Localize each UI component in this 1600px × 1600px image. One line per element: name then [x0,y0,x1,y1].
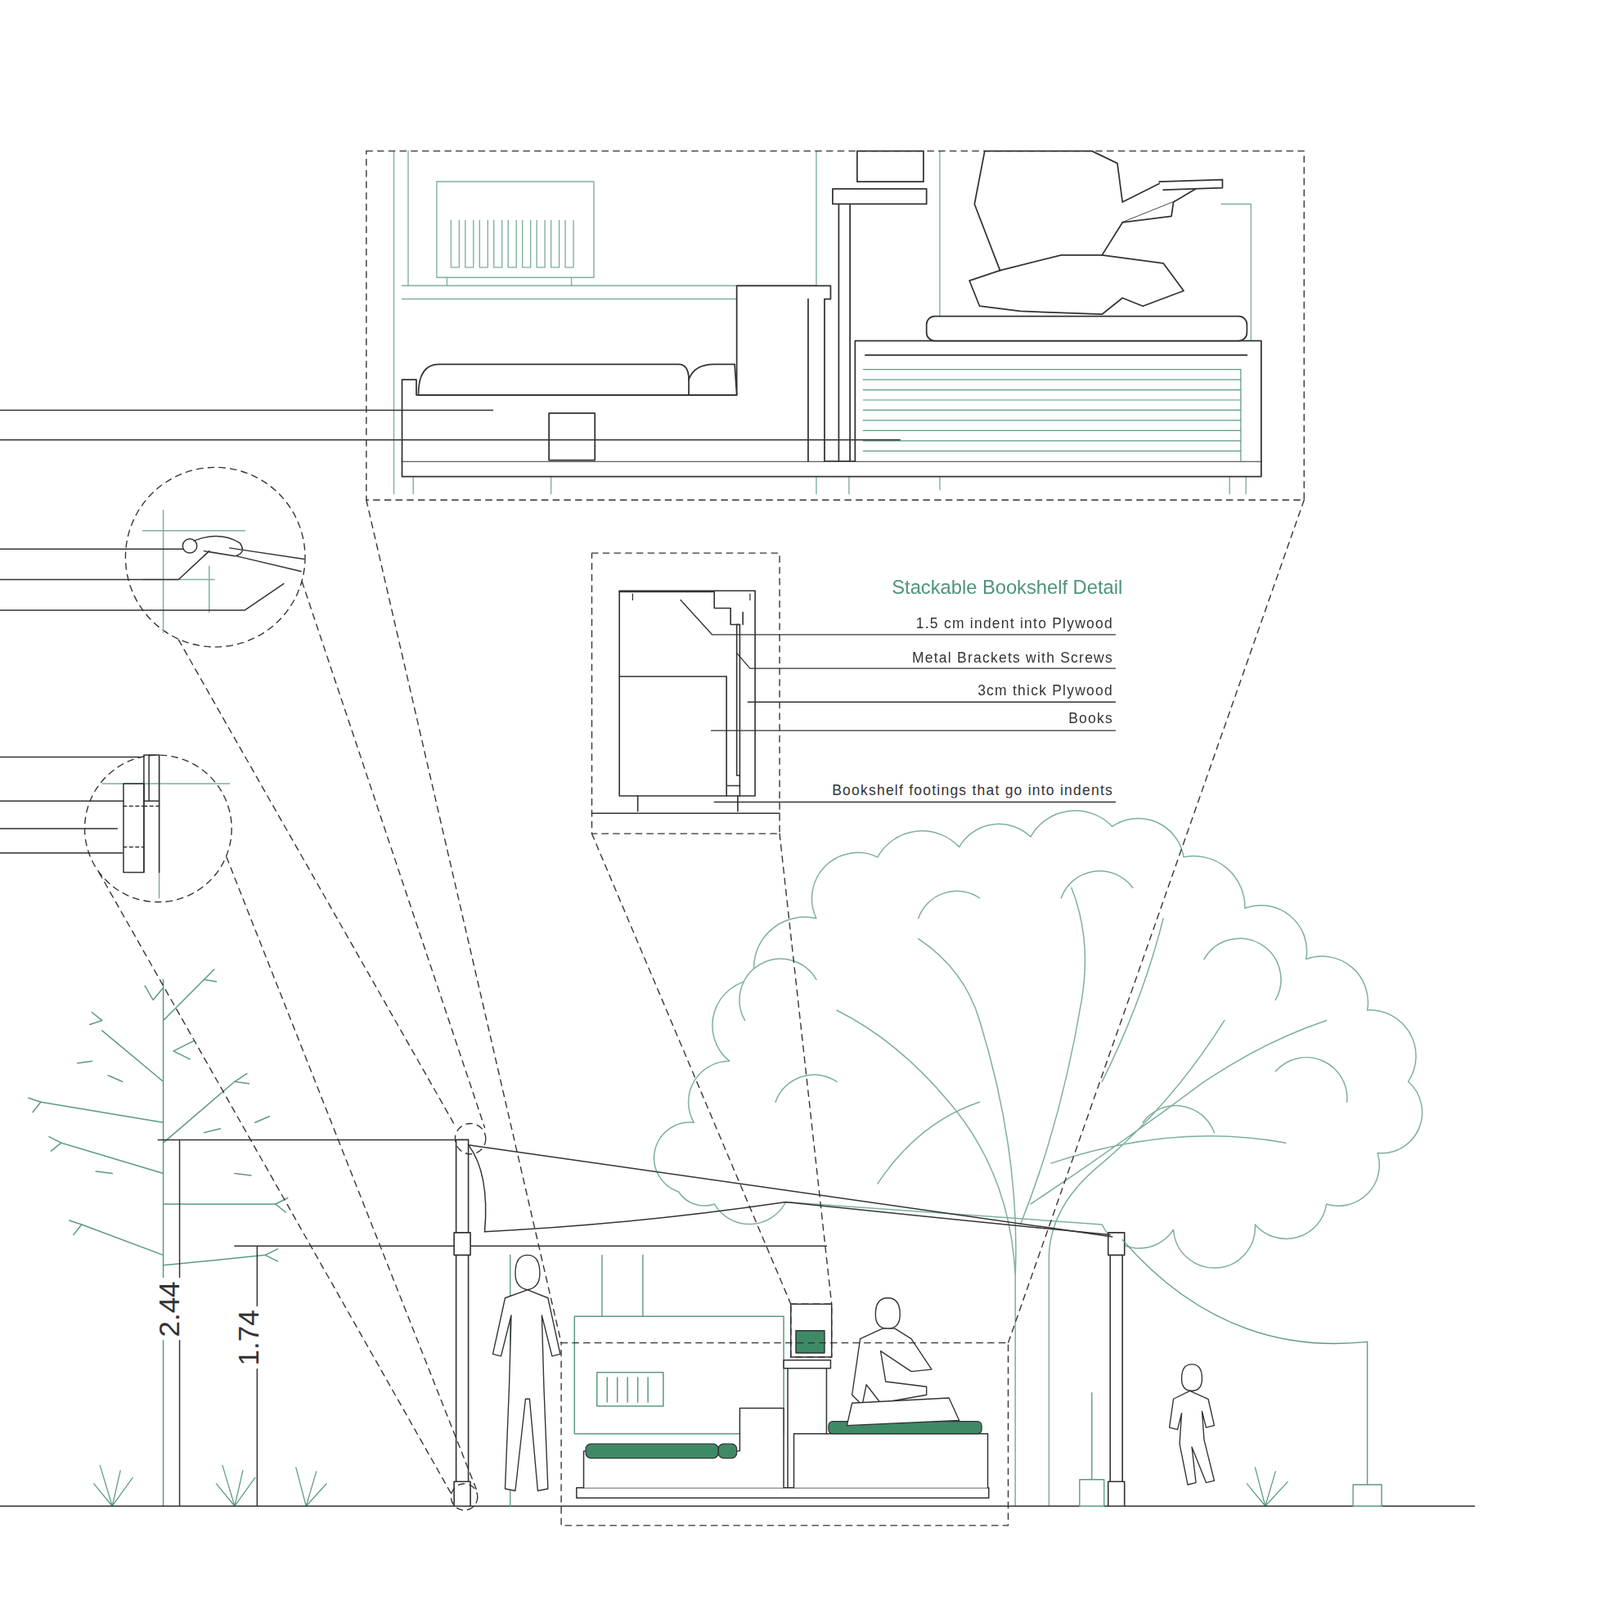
detail-title: Stackable Bookshelf Detail [891,576,1123,599]
dimension-label: 1.74 [233,1306,266,1368]
callout-label: Books [1066,710,1116,727]
callout-label: 1.5 cm indent into Plywood [913,615,1115,632]
dimension-label: 2.44 [152,1277,186,1340]
callout-label: Metal Brackets with Screws [910,648,1116,666]
callout-label: 3cm thick Plywood [975,681,1116,698]
callout-label: Bookshelf footings that go into indents [830,782,1116,799]
